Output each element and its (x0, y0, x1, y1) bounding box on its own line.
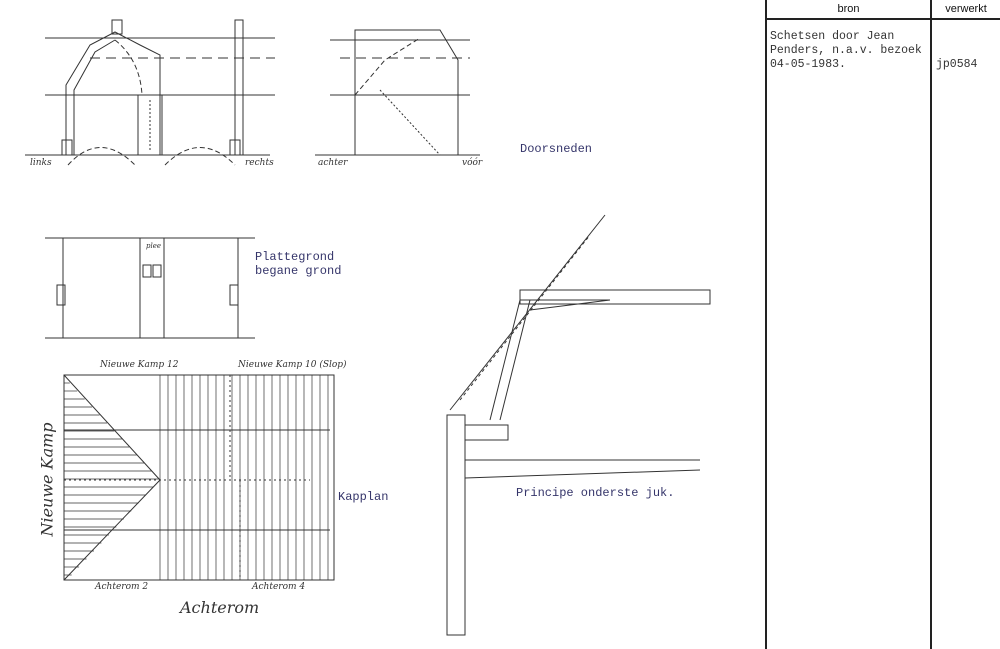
header-verwerkt: verwerkt (945, 3, 987, 15)
caption-kapplan: Kapplan (338, 490, 389, 504)
table-divider (930, 0, 932, 649)
label-links: links (30, 158, 52, 168)
label-nieuwe-kamp: Nieuwe Kamp (37, 422, 57, 537)
label-plee: plee (146, 242, 162, 250)
roof-plan (63, 374, 335, 581)
caption-plattegrond-line2: begane grond (255, 264, 342, 278)
caption-doorsneden: Doorsneden (520, 142, 593, 156)
label-achterom-2: Achterom 2 (95, 582, 149, 592)
table-border-left (765, 0, 767, 649)
verwerkt-value: jp0584 (936, 58, 978, 71)
label-achter: achter (318, 158, 348, 168)
header-bron: bron (837, 3, 860, 15)
label-rechts: rechts (245, 158, 274, 168)
table-header-line (765, 18, 1000, 20)
label-achterom-4: Achterom 4 (252, 582, 306, 592)
bron-line: Penders, n.a.v. bezoek (770, 44, 922, 57)
sketches (25, 19, 711, 636)
cross-section-width (25, 19, 275, 166)
truss-principle (446, 214, 711, 636)
label-nieuwe-kamp-10: Nieuwe Kamp 10 (Slop) (238, 360, 347, 370)
cross-section-length (315, 29, 480, 156)
floor-plan (45, 237, 255, 339)
caption-plattegrond: Plattegrond begane grond (255, 250, 341, 278)
label-nieuwe-kamp-12: Nieuwe Kamp 12 (100, 360, 179, 370)
caption-plattegrond-line1: Plattegrond (255, 250, 335, 264)
bron-text: Schetsen door Jean Penders, n.a.v. bezoe… (770, 30, 922, 72)
label-voor: vóór (462, 158, 483, 168)
bron-line: Schetsen door Jean (770, 30, 895, 43)
bron-line: 04-05-1983. (770, 58, 846, 71)
caption-principe: Principe onderste juk. (516, 486, 675, 500)
label-achterom: Achterom (180, 598, 260, 617)
